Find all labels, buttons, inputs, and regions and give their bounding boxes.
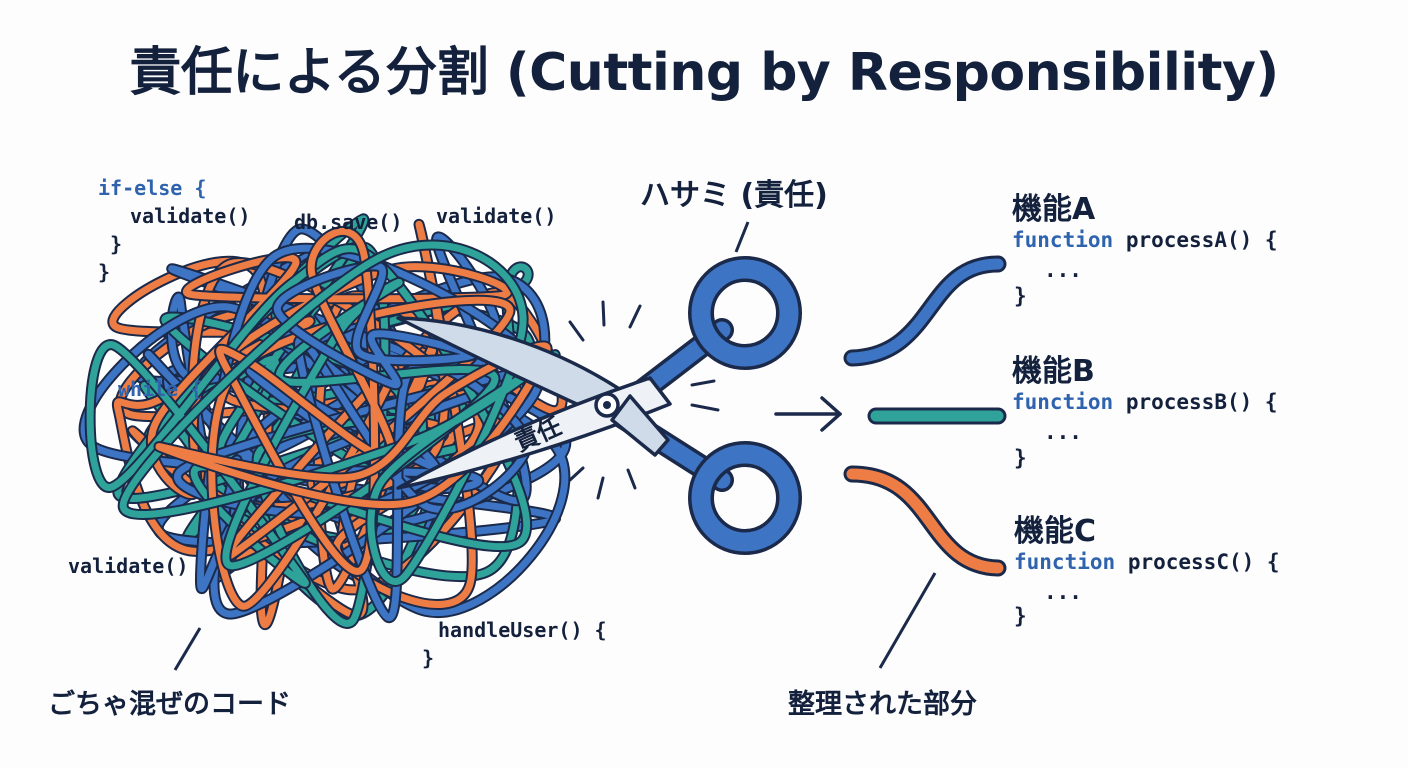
leader-line-organized	[878, 572, 937, 669]
leader-line-scissors	[734, 221, 750, 253]
feature-a-function-name: processA() {	[1125, 228, 1278, 252]
feature-a-body: ...	[1044, 258, 1082, 282]
feature-c-signature: function processC() {	[1014, 550, 1280, 574]
feature-a-name: 機能A	[1012, 192, 1096, 227]
page-title: 責任による分割 (Cutting by Responsibility)	[129, 43, 1279, 103]
code-validate-1: validate()	[130, 204, 251, 228]
code-brace-2: }	[98, 260, 111, 284]
code-handle-user: handleUser() {	[438, 618, 607, 642]
scissors	[396, 256, 802, 555]
tangle-strand	[113, 317, 456, 555]
feature-b-name: 機能B	[1012, 354, 1095, 389]
feature-b-signature: function processB() {	[1012, 390, 1278, 414]
feature-b-body: ...	[1044, 420, 1082, 444]
code-brace-1: }	[110, 232, 123, 256]
feature-b-keyword: function	[1012, 390, 1114, 414]
tangle-strand	[155, 342, 551, 509]
leader-line-mixed-code	[173, 627, 202, 671]
feature-c-function-name: processC() {	[1127, 550, 1280, 574]
code-while: while {	[118, 377, 203, 401]
organized-label: 整理された部分	[788, 689, 977, 720]
feature-a-signature: function processA() {	[1012, 228, 1278, 252]
cut-spark-lines	[568, 300, 720, 500]
code-db-save: db.save()	[294, 210, 403, 234]
tangle-strand	[208, 296, 514, 610]
feature-b-function-name: processB() {	[1125, 390, 1278, 414]
feature-c-name: 機能C	[1014, 514, 1097, 549]
feature-c-close: }	[1014, 604, 1027, 628]
code-validate-2: validate()	[436, 204, 557, 228]
feature-c-keyword: function	[1014, 550, 1116, 574]
mixed-code-label: ごちゃ混ぜのコード	[48, 689, 291, 720]
feature-a-keyword: function	[1012, 228, 1114, 252]
feature-b-close: }	[1014, 446, 1027, 470]
feature-c-body: ...	[1044, 580, 1082, 604]
organized-strands	[843, 255, 1007, 577]
code-brace-3: }	[422, 646, 435, 670]
arrow-icon	[774, 396, 842, 432]
feature-a-close: }	[1014, 284, 1027, 308]
scissors-label: ハサミ (責任)	[640, 178, 828, 213]
code-validate-3: validate()	[68, 554, 189, 578]
code-if-else: if-else {	[98, 176, 207, 200]
